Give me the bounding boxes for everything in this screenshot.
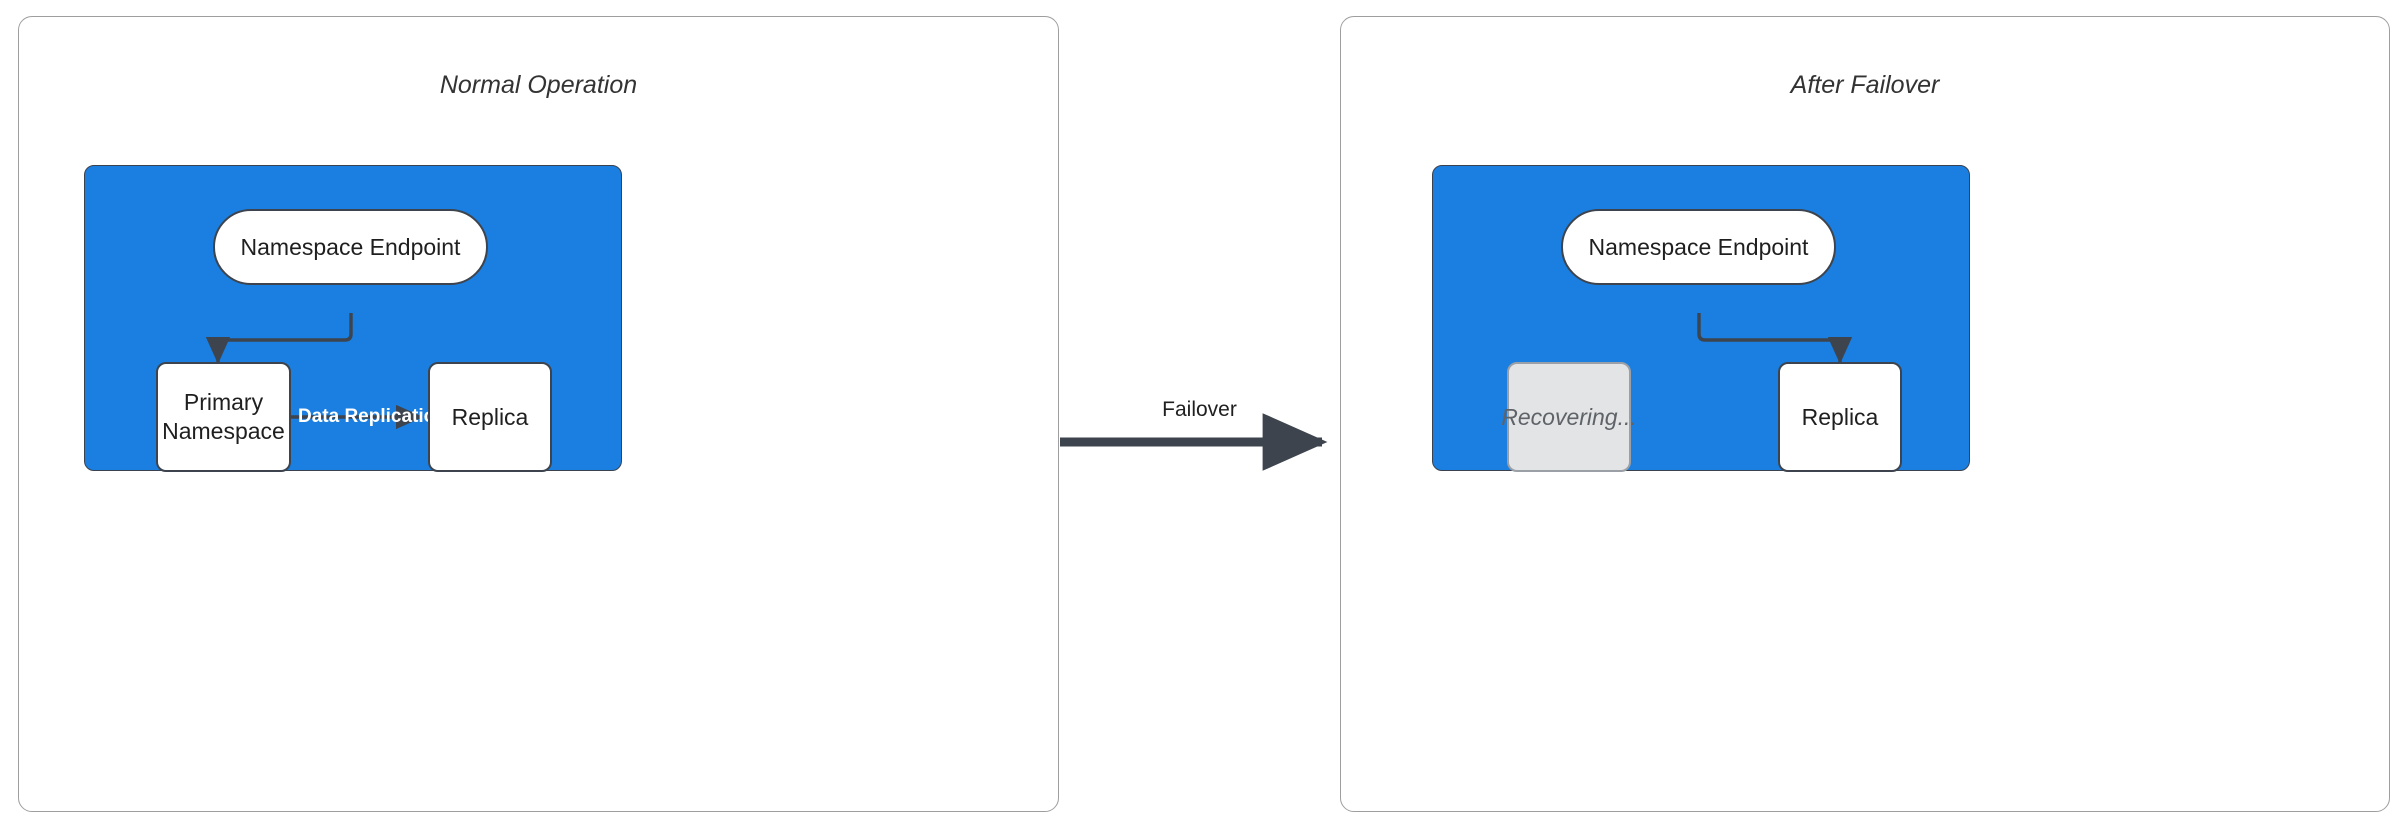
panel-after-failover: After Failover Namespace Endpoint Recove… (1340, 16, 2390, 812)
node-endpoint-right[interactable]: Namespace Endpoint (1561, 209, 1836, 285)
cluster-normal-operation: Data Replication Namespace Endpoint Prim… (84, 165, 622, 472)
failover-transition: Failover (1059, 398, 1340, 471)
node-recovering-right-label: Recovering... (1501, 403, 1637, 430)
edge-label-data-replication: Data Replication (298, 406, 447, 427)
edge-endpoint-to-primary-path (205, 313, 353, 365)
cluster-after-failover: Namespace Endpoint Recovering... Replica (1432, 165, 1970, 472)
node-replica-right-label: Replica (1801, 403, 1879, 430)
node-replica-right[interactable]: Replica (1778, 362, 1902, 472)
node-endpoint-right-label: Namespace Endpoint (1588, 233, 1809, 260)
panel-title-after-failover: After Failover (1790, 71, 1940, 99)
edge-endpoint-to-replica-path (1697, 313, 1853, 365)
node-replica-left-label: Replica (451, 403, 529, 430)
failover-label: Failover (1162, 398, 1237, 421)
node-recovering-right[interactable]: Recovering... (1501, 362, 1637, 472)
panel-normal-operation: Normal Operation Data Replication Namesp… (18, 16, 1059, 812)
node-endpoint-left[interactable]: Namespace Endpoint (213, 209, 488, 285)
node-endpoint-left-label: Namespace Endpoint (240, 233, 461, 260)
panel-title-normal-operation: Normal Operation (439, 71, 638, 99)
node-replica-left[interactable]: Replica (428, 362, 552, 472)
node-primary-namespace-left-label: Primary Namespace (162, 389, 285, 444)
node-primary-namespace-left[interactable]: Primary Namespace (156, 362, 291, 472)
